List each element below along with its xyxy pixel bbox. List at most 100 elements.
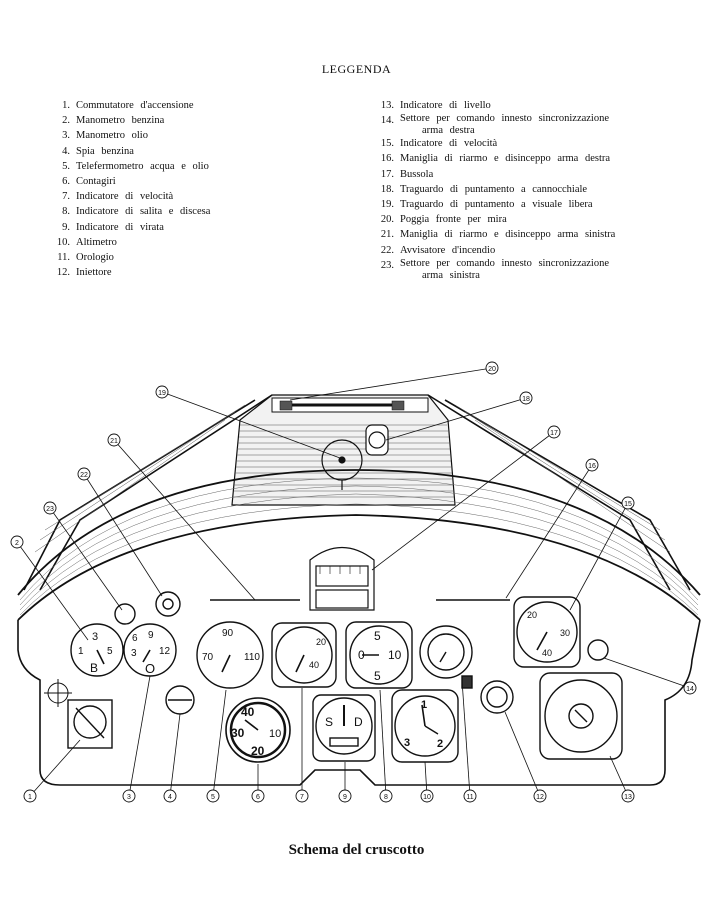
gauge-15-label: 20 <box>527 610 537 620</box>
svg-text:1: 1 <box>28 794 32 801</box>
gauge-6-label: 20 <box>251 744 265 758</box>
callout-22: 22 <box>77 467 91 481</box>
gauge-2-label: 1 <box>78 646 84 657</box>
gauge-11-clock <box>419 625 473 689</box>
gunsight <box>321 424 389 490</box>
legend-item: 22.Avvisatore d'incendio <box>380 244 496 256</box>
gauge-3-label: 3 <box>131 648 137 659</box>
ignition-switch-1 <box>67 699 113 749</box>
svg-text:14: 14 <box>686 686 694 693</box>
svg-text:13: 13 <box>624 794 632 801</box>
legend-item: 15.Indicatore di velocità <box>380 138 498 150</box>
callout-15: 15 <box>621 496 635 510</box>
callout-13: 13 <box>621 789 635 803</box>
crosshair <box>44 679 72 707</box>
gauge-7-label: 40 <box>309 660 319 670</box>
callout-7: 7 <box>295 789 309 803</box>
legend-item: 8.Indicatore di salita e discesa <box>62 206 211 218</box>
callout-12: 12 <box>533 789 547 803</box>
svg-text:9: 9 <box>343 794 347 801</box>
callout-20: 20 <box>485 361 499 375</box>
legend-item: 7.Indicatore di velocità <box>62 191 174 203</box>
gauge-7-label: 20 <box>316 637 326 647</box>
gauge-8-label: 10 <box>388 648 402 662</box>
windscreen <box>23 394 691 591</box>
svg-text:10: 10 <box>423 794 431 801</box>
gauge-9-label: D <box>354 715 363 729</box>
gauge-8-label: 0 <box>358 648 365 662</box>
gauge-8-label: 5 <box>374 669 381 683</box>
svg-text:17: 17 <box>550 430 558 437</box>
svg-text:7: 7 <box>300 794 304 801</box>
svg-text:3: 3 <box>127 794 131 801</box>
legend-item: 6.Contagiri <box>62 176 116 188</box>
legend-item: 12.Iniettore <box>56 267 112 279</box>
legend-item: 10.Altimetro <box>56 236 117 248</box>
legend-item: 4.Spia benzina <box>62 145 134 157</box>
callout-14: 14 <box>683 681 697 695</box>
legend-item: 13.Indicatore di livello <box>380 100 491 111</box>
legend-item: 16.Maniglia di riarmo e disinceppo arma … <box>380 153 611 165</box>
callout-16: 16 <box>585 458 599 472</box>
legend-item: 2.Manometro benzina <box>62 115 165 127</box>
selector-23 <box>114 603 136 625</box>
compass-17 <box>309 547 375 611</box>
callout-10: 10 <box>420 789 434 803</box>
gauge-8-climb-indicator <box>345 621 413 689</box>
gauge-2-label: B <box>90 661 98 675</box>
callout-11: 11 <box>463 789 477 803</box>
legend-left-column: 1.Commutatore d'accensione 2.Manometro b… <box>44 98 334 280</box>
svg-text:8: 8 <box>384 794 388 801</box>
svg-text:16: 16 <box>588 463 596 470</box>
legend-right-column: 13.Indicatore di livello 14.Settore per … <box>368 98 683 281</box>
callout-5: 5 <box>206 789 220 803</box>
legend-item: 11.Orologio <box>57 252 114 264</box>
gauge-10-label: 3 <box>404 737 410 749</box>
gauge-6-label: 10 <box>269 728 281 740</box>
svg-text:5: 5 <box>211 794 215 801</box>
page-title: LEGGENDA <box>321 62 392 76</box>
svg-text:19: 19 <box>158 390 166 397</box>
diagram-caption: Schema del cruscotto <box>288 842 425 858</box>
gauge-10-label: 1 <box>421 699 427 711</box>
svg-text:4: 4 <box>168 794 172 801</box>
gauge-2-label: 5 <box>107 646 113 657</box>
svg-text:20: 20 <box>488 366 496 373</box>
gauge-3-label: 12 <box>159 646 171 657</box>
legend-item: 1.Commutatore d'accensione <box>62 100 194 111</box>
legend-item: 20.Poggia fronte per mira <box>380 214 507 226</box>
callout-23: 23 <box>43 501 57 515</box>
svg-text:23: 23 <box>46 506 54 513</box>
gauge-13-level-indicator <box>539 672 623 760</box>
legend-item: 18.Traguardo di puntamento a cannocchial… <box>380 183 588 195</box>
legend-item: 23.Settore per comando innesto sincroniz… <box>380 257 610 281</box>
gauge-9-turn-indicator <box>312 694 376 762</box>
injector-12 <box>480 680 514 714</box>
callout-1: 1 <box>23 789 37 803</box>
legend-item: 5.Telefermometro acqua e olio <box>62 160 209 172</box>
gauge-8-label: 5 <box>374 629 381 643</box>
callout-18: 18 <box>519 391 533 405</box>
svg-text:6: 6 <box>256 794 260 801</box>
legend-item: 14.Settore per comando innesto sincroniz… <box>380 113 610 137</box>
gauge-5-label: 110 <box>244 652 260 663</box>
svg-text:18: 18 <box>522 396 530 403</box>
callout-3: 3 <box>122 789 136 803</box>
callout-9: 9 <box>338 789 352 803</box>
callout-21: 21 <box>107 433 121 447</box>
gauge-9-label: S <box>325 715 333 729</box>
callout-2: 2 <box>10 535 24 549</box>
gauge-2-fuel-pressure <box>70 623 124 677</box>
callouts: 1 2 3 4 5 6 7 8 9 10 11 12 13 14 15 16 1… <box>10 361 697 803</box>
svg-text:12: 12 <box>536 794 544 801</box>
svg-text:22: 22 <box>80 472 88 479</box>
gauge-5-label: 90 <box>222 628 234 639</box>
svg-text:21: 21 <box>110 438 118 445</box>
legend-item: 17.Bussola <box>380 168 434 180</box>
callout-19: 19 <box>155 385 169 399</box>
gauge-10-label: 2 <box>437 738 443 750</box>
leader-lines <box>16 367 691 797</box>
svg-text:2: 2 <box>15 540 19 547</box>
gauge-6-tachometer <box>225 697 291 763</box>
